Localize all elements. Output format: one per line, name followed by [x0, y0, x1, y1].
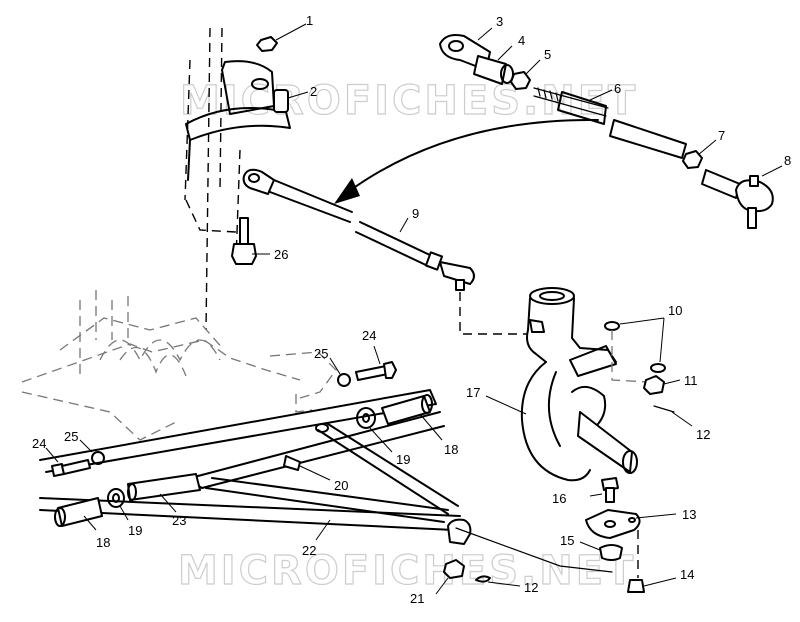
connector-9-17 — [459, 292, 528, 335]
part-13-plate — [585, 509, 677, 539]
part-5-nut — [510, 59, 541, 90]
frame-bar — [39, 389, 461, 531]
callout-17: 17 — [466, 385, 480, 400]
callout-26: 26 — [274, 247, 288, 262]
callout-1: 1 — [306, 13, 313, 28]
part-2-bolt — [273, 89, 309, 113]
callout-19-upper: 19 — [396, 452, 410, 467]
callout-18-lower: 18 — [96, 535, 110, 550]
part-18-bushing-lower — [54, 497, 103, 531]
callout-16: 16 — [552, 491, 566, 506]
part-11-nut — [643, 375, 681, 395]
part-24-bolt-lower — [45, 447, 91, 477]
callout-4: 4 — [518, 33, 525, 48]
callout-13: 13 — [682, 507, 696, 522]
part-12-cotter-pin-lower — [475, 575, 521, 587]
callout-labels: 1 2 3 4 5 6 7 8 9 10 11 12 13 14 15 16 1… — [32, 13, 791, 606]
part-25-nut-upper — [329, 357, 351, 387]
part-9-tie-rod — [242, 168, 475, 291]
part-15-cap — [579, 541, 623, 561]
part-26-bolt — [231, 217, 270, 265]
callout-11: 11 — [684, 373, 698, 388]
steering-post — [184, 27, 291, 331]
part-17-knuckle — [485, 287, 638, 482]
callout-15: 15 — [560, 533, 574, 548]
part-19-washer-upper — [356, 407, 393, 453]
frame — [21, 290, 337, 441]
part-25-nut-lower — [79, 439, 105, 465]
part-21-ball-joint — [435, 518, 472, 595]
part-1-nut — [256, 23, 307, 52]
callout-7: 7 — [718, 128, 725, 143]
watermark-bottom: MICROFICHES.NET — [178, 548, 636, 594]
callout-8: 8 — [784, 153, 791, 168]
callout-24-upper: 24 — [362, 328, 376, 343]
callout-5: 5 — [544, 47, 551, 62]
callout-24-lower: 24 — [32, 436, 46, 451]
part-24-bolt-upper — [355, 345, 397, 381]
part-19-washer-lower — [107, 488, 129, 521]
part-8-ball-joint — [701, 165, 783, 229]
assembly-arrow — [334, 118, 599, 204]
callout-12-lower: 12 — [524, 580, 538, 595]
callout-2: 2 — [310, 84, 317, 99]
part-18-bushing-upper — [381, 394, 443, 441]
connector-10 — [611, 330, 649, 383]
part-22-a-arm — [193, 411, 459, 541]
callout-14: 14 — [680, 567, 694, 582]
callout-25-upper: 25 — [314, 346, 328, 361]
tie-line-21 — [455, 527, 613, 573]
part-7-nut — [682, 139, 717, 169]
callout-3: 3 — [496, 14, 503, 29]
part-16-bolt — [589, 477, 619, 503]
callout-18-upper: 18 — [444, 442, 458, 457]
callout-10: 10 — [668, 303, 682, 318]
callout-22: 22 — [302, 543, 316, 558]
part-12-cotter-pin-upper — [653, 405, 693, 427]
callout-19-lower: 19 — [128, 523, 142, 538]
callout-12-upper: 12 — [696, 427, 710, 442]
part-14-bolt — [627, 577, 677, 593]
part-20-grease-fitting — [283, 455, 331, 481]
callout-9: 9 — [412, 206, 419, 221]
callout-21: 21 — [410, 591, 424, 606]
watermark-top: MICROFICHES.NET — [180, 78, 638, 124]
callout-6: 6 — [614, 81, 621, 96]
callout-23: 23 — [172, 513, 186, 528]
part-23-tube — [127, 473, 201, 513]
callout-25-lower: 25 — [64, 429, 78, 444]
part-6-tie-rod — [533, 87, 687, 159]
callout-20: 20 — [334, 478, 348, 493]
